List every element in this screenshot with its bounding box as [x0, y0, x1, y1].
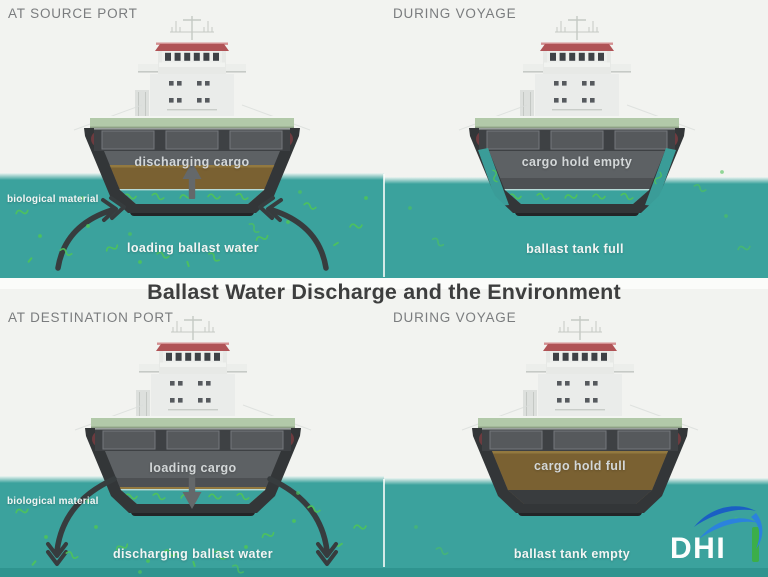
- ship-illustration: [73, 16, 311, 216]
- panel-header: AT DESTINATION PORT: [8, 310, 174, 325]
- ship-illustration: [461, 316, 699, 516]
- ship-illustration: [458, 16, 696, 216]
- ballast-tank-water: [489, 189, 665, 204]
- deck: [475, 116, 679, 129]
- infographic-title: Ballast Water Discharge and the Environm…: [147, 280, 621, 304]
- ballast-label: ballast tank full: [526, 242, 624, 256]
- superstructure: [523, 342, 634, 418]
- panel-header: DURING VOYAGE: [393, 6, 517, 21]
- mast-icon: [555, 16, 599, 40]
- ballast-label: discharging ballast water: [112, 547, 274, 561]
- cargo-label: cargo hold full: [533, 459, 627, 473]
- deck: [478, 416, 682, 429]
- side-ballast-tanks: [478, 148, 676, 206]
- cargo-hold: [105, 451, 281, 504]
- panel-header: AT SOURCE PORT: [8, 6, 138, 21]
- panel-voyage-ballast-full: DURING VOYAGE cargo hold empty ballast t…: [384, 0, 768, 278]
- cargo-label: cargo hold empty: [521, 155, 633, 169]
- superstructure: [520, 42, 631, 118]
- deck: [91, 416, 295, 429]
- biological-material-label: biological material: [7, 496, 99, 507]
- ballast-label: ballast tank empty: [513, 547, 631, 561]
- superstructure: [135, 42, 246, 118]
- dhi-logo-text: DHI: [670, 532, 727, 565]
- mast-icon: [170, 16, 214, 40]
- panel-voyage-ballast-empty: DURING VOYAGE cargo hold full ballast ta…: [384, 289, 768, 577]
- cargo-label: loading cargo: [149, 461, 237, 475]
- mast-icon: [558, 316, 602, 340]
- dhi-wave-icon: [694, 506, 763, 562]
- panel-destination-port: AT DESTINATION PORT loading cargo discha…: [0, 289, 384, 577]
- ballast-label: loading ballast water: [126, 241, 260, 255]
- panel-source-port: AT SOURCE PORT discharging cargo loading…: [0, 0, 384, 278]
- cargo-label: discharging cargo: [134, 155, 250, 169]
- superstructure: [136, 342, 247, 418]
- biological-material-label: biological material: [7, 194, 99, 205]
- ballast-tank-empty: [492, 490, 668, 504]
- panel-divider-top: [383, 174, 385, 277]
- panel-divider-bottom: [383, 479, 385, 567]
- panel-header: DURING VOYAGE: [393, 310, 517, 325]
- deck: [90, 116, 294, 129]
- cargo-hold: [489, 151, 665, 204]
- mast-icon: [171, 316, 215, 340]
- cargo-hold: [492, 451, 668, 504]
- ship-illustration: [74, 316, 312, 516]
